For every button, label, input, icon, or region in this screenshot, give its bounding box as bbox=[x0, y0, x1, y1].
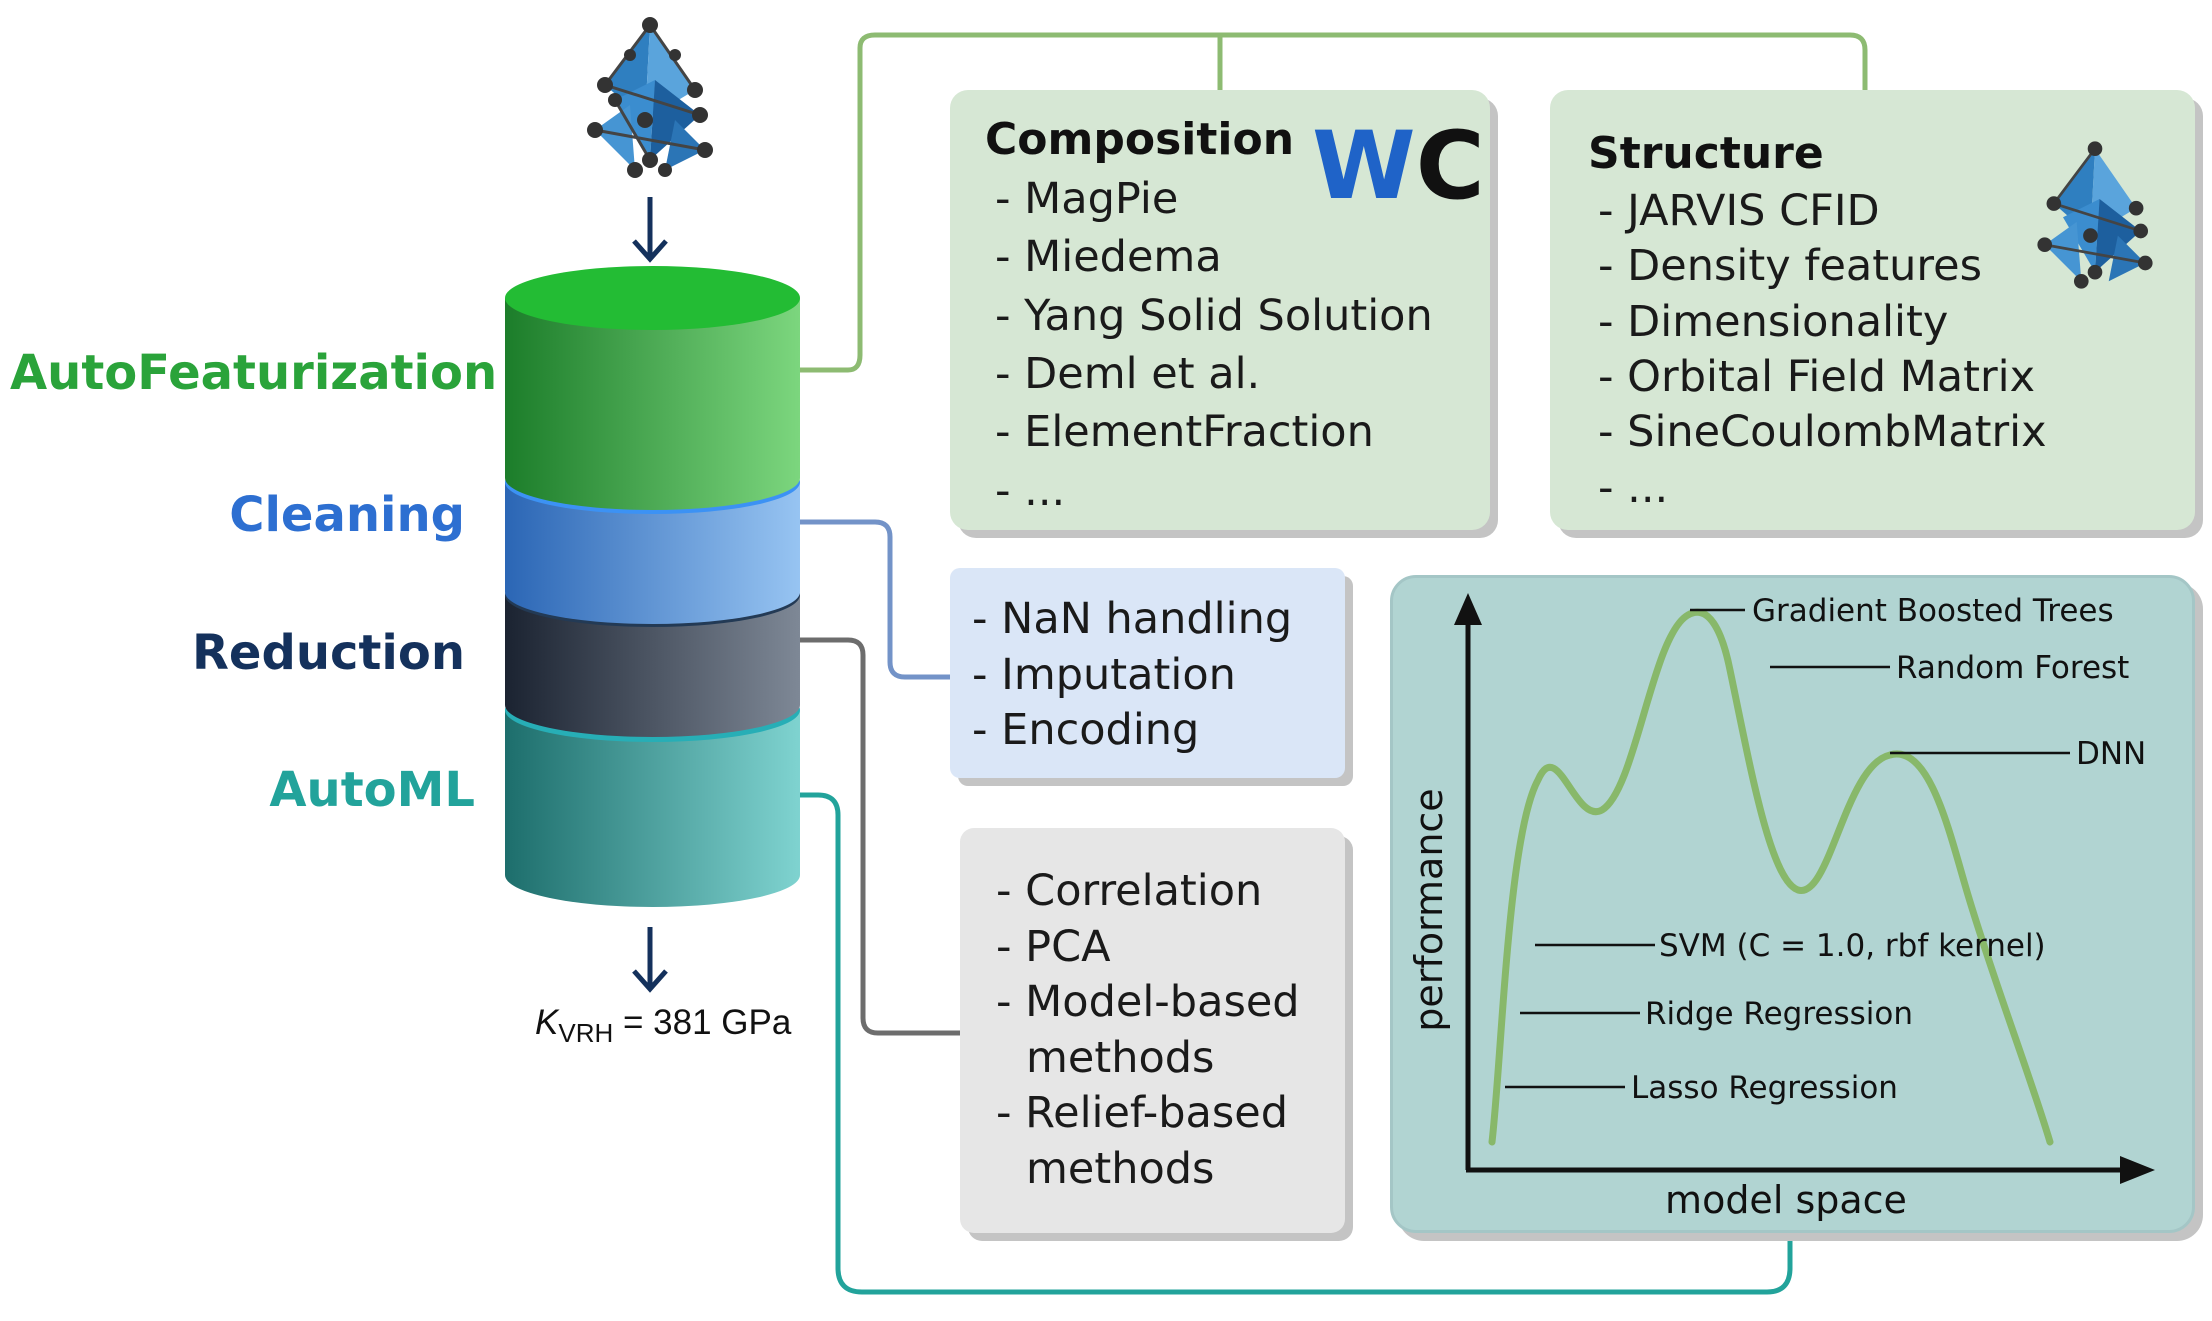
input-arrow bbox=[632, 197, 668, 263]
model-label-ridge-regression: Ridge Regression bbox=[1645, 996, 1913, 1032]
model-label-gradient-boosted-trees: Gradient Boosted Trees bbox=[1752, 593, 2114, 629]
reduction-connector bbox=[800, 637, 960, 1036]
automl-connector bbox=[800, 792, 1793, 1295]
cleaning-item: - Encoding bbox=[972, 705, 1200, 755]
crystal-structure-icon bbox=[2037, 141, 2153, 289]
structure-item: - JARVIS CFID bbox=[1598, 186, 1880, 236]
composition-item: - Deml et al. bbox=[995, 349, 1261, 399]
crystal-structure-icon bbox=[587, 17, 713, 178]
model-label-dnn: DNN bbox=[2076, 736, 2146, 772]
output-subscript: VRH bbox=[558, 1018, 614, 1048]
reduction-box: - Correlation - PCA - Model-based method… bbox=[960, 828, 1345, 1233]
composition-box: Composition WC - MagPie - Miedema - Yang… bbox=[950, 90, 1490, 530]
output-symbol: K bbox=[535, 1003, 559, 1042]
x-axis-arrowhead bbox=[2120, 1156, 2155, 1184]
y-axis-arrowhead bbox=[1454, 593, 1482, 625]
composition-item: - ... bbox=[995, 466, 1066, 516]
model-label-random-forest: Random Forest bbox=[1896, 650, 2129, 686]
reduction-item: - PCA bbox=[996, 922, 1111, 972]
structure-item: - Density features bbox=[1598, 241, 1982, 291]
structure-item: - SineCoulombMatrix bbox=[1598, 407, 2047, 457]
stage-label-automl: AutoML bbox=[269, 762, 475, 818]
reduction-item: - Relief-based bbox=[996, 1088, 1289, 1138]
model-label-lasso-regression: Lasso Regression bbox=[1631, 1070, 1898, 1106]
composition-item: - ElementFraction bbox=[995, 407, 1374, 457]
pipeline-cylinder-stack bbox=[505, 266, 800, 907]
output-value: KVRH = 381 GPa bbox=[535, 1003, 791, 1049]
composition-logo: WC bbox=[1312, 120, 1485, 214]
composition-item: - Yang Solid Solution bbox=[995, 291, 1433, 341]
stage-label-reduction: Reduction bbox=[191, 625, 465, 681]
reduction-item: - Model-based bbox=[996, 977, 1300, 1027]
featurization-connector bbox=[800, 32, 1868, 373]
model-space-box bbox=[1390, 575, 2195, 1233]
structure-title: Structure bbox=[1588, 128, 1824, 179]
stage-label-cleaning: Cleaning bbox=[229, 487, 465, 543]
composition-item: - Miedema bbox=[995, 232, 1222, 282]
performance-curve bbox=[1488, 608, 2054, 1146]
structure-box: Structure - JARVIS CFID - Density featur… bbox=[1550, 90, 2195, 530]
output-value-text: = 381 GPa bbox=[613, 1003, 792, 1042]
reduction-item: methods bbox=[1026, 1144, 1215, 1194]
reduction-item: methods bbox=[1026, 1033, 1215, 1083]
reduction-item: - Correlation bbox=[996, 866, 1263, 916]
cleaning-item: - Imputation bbox=[972, 650, 1236, 700]
y-axis-label: performance bbox=[1407, 788, 1451, 1031]
composition-title: Composition bbox=[985, 114, 1295, 165]
structure-item: - Dimensionality bbox=[1598, 297, 1949, 347]
cleaning-connector bbox=[800, 519, 950, 680]
composition-item: - MagPie bbox=[995, 174, 1179, 224]
cleaning-box: - NaN handling - Imputation - Encoding bbox=[950, 568, 1345, 778]
cleaning-item: - NaN handling bbox=[972, 594, 1293, 644]
logo-c: C bbox=[1415, 112, 1485, 221]
stage-label-autofeaturization: AutoFeaturization bbox=[10, 345, 498, 401]
output-arrow bbox=[632, 927, 668, 993]
x-axis-label: model space bbox=[1665, 1178, 1907, 1222]
model-label-svm: SVM (C = 1.0, rbf kernel) bbox=[1659, 928, 2046, 964]
structure-item: - Orbital Field Matrix bbox=[1598, 352, 2036, 402]
autofeaturization-cylinder bbox=[505, 266, 800, 510]
logo-w: W bbox=[1312, 112, 1416, 221]
model-space-plot: Gradient Boosted Trees Random Forest DNN… bbox=[1407, 593, 2155, 1222]
structure-item: - ... bbox=[1598, 463, 1669, 513]
